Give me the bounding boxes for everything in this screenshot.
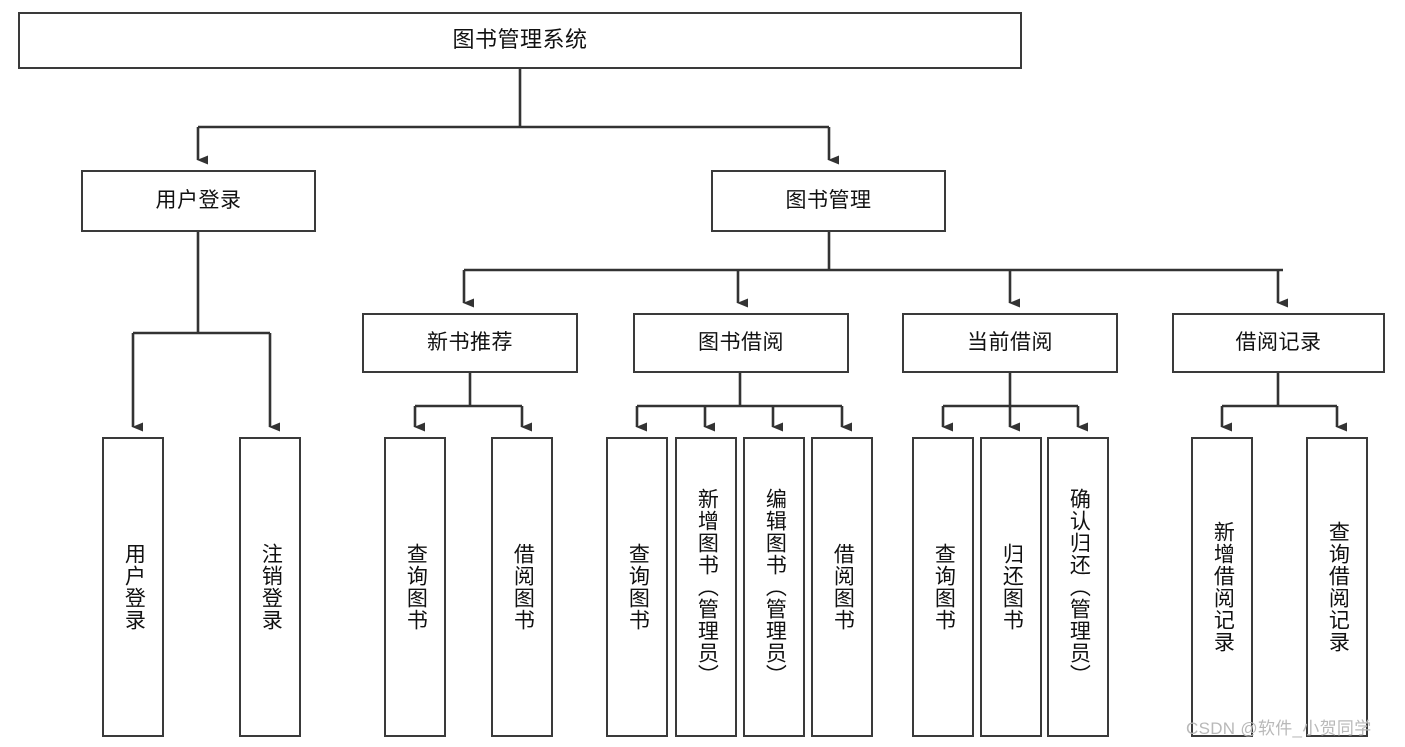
leaf-current-borrow-return-book[interactable]: 归还图书	[980, 437, 1042, 737]
connector-bookborrow-to-leaves	[635, 373, 852, 432]
connector-currentborrow-to-leaves	[941, 373, 1088, 432]
node-book-management-label: 图书管理	[785, 189, 872, 213]
leaf-label: 编辑图书（管理员）	[763, 488, 787, 686]
node-root-label: 图书管理系统	[452, 27, 588, 53]
csdn-watermark: CSDN @软件_小贺同学	[1186, 719, 1372, 738]
leaf-label: 查询图书	[404, 543, 428, 631]
node-current-borrow-label: 当前借阅	[967, 331, 1053, 355]
node-book-borrow-label: 图书借阅	[698, 331, 784, 355]
leaf-book-borrow-borrow-book[interactable]: 借阅图书	[811, 437, 873, 737]
node-book-borrow[interactable]: 图书借阅	[633, 313, 849, 373]
node-book-management[interactable]: 图书管理	[711, 170, 946, 232]
leaf-current-borrow-query-book[interactable]: 查询图书	[912, 437, 974, 737]
leaf-label: 用户登录	[122, 543, 146, 631]
connector-bookmgmt-to-level2	[462, 232, 1288, 308]
leaf-label: 查询图书	[626, 543, 650, 631]
leaf-label: 借阅图书	[511, 543, 535, 631]
leaf-borrow-record-query-record[interactable]: 查询借阅记录	[1306, 437, 1368, 737]
leaf-user-login-login[interactable]: 用户登录	[102, 437, 164, 737]
connector-newbook-to-leaves	[413, 373, 532, 432]
leaf-label: 查询图书	[932, 543, 956, 631]
leaf-book-borrow-edit-book-admin[interactable]: 编辑图书（管理员）	[743, 437, 805, 737]
node-borrow-record-label: 借阅记录	[1235, 331, 1322, 355]
leaf-label: 确认归还（管理员）	[1067, 488, 1091, 686]
leaf-label: 借阅图书	[831, 543, 855, 631]
connector-root-to-level1	[196, 69, 839, 165]
leaf-user-login-logout[interactable]: 注销登录	[239, 437, 301, 737]
node-borrow-record[interactable]: 借阅记录	[1172, 313, 1385, 373]
leaf-book-borrow-query-book[interactable]: 查询图书	[606, 437, 668, 737]
node-current-borrow[interactable]: 当前借阅	[902, 313, 1118, 373]
node-user-login[interactable]: 用户登录	[81, 170, 316, 232]
leaf-label: 查询借阅记录	[1326, 521, 1350, 653]
connector-userlogin-to-leaves	[131, 232, 280, 432]
leaf-label: 新增图书（管理员）	[695, 488, 719, 686]
leaf-label: 注销登录	[259, 543, 283, 631]
node-new-book-recommend-label: 新书推荐	[427, 331, 513, 355]
node-user-login-label: 用户登录	[155, 189, 242, 213]
leaf-new-book-borrow-book[interactable]: 借阅图书	[491, 437, 553, 737]
leaf-current-borrow-confirm-return-admin[interactable]: 确认归还（管理员）	[1047, 437, 1109, 737]
leaf-label: 归还图书	[1000, 543, 1024, 631]
node-root-book-management-system[interactable]: 图书管理系统	[18, 12, 1022, 69]
leaf-book-borrow-add-book-admin[interactable]: 新增图书（管理员）	[675, 437, 737, 737]
leaf-borrow-record-add-record[interactable]: 新增借阅记录	[1191, 437, 1253, 737]
connector-borrowrecord-to-leaves	[1220, 373, 1347, 432]
leaf-new-book-query-book[interactable]: 查询图书	[384, 437, 446, 737]
node-new-book-recommend[interactable]: 新书推荐	[362, 313, 578, 373]
leaf-label: 新增借阅记录	[1211, 521, 1235, 653]
